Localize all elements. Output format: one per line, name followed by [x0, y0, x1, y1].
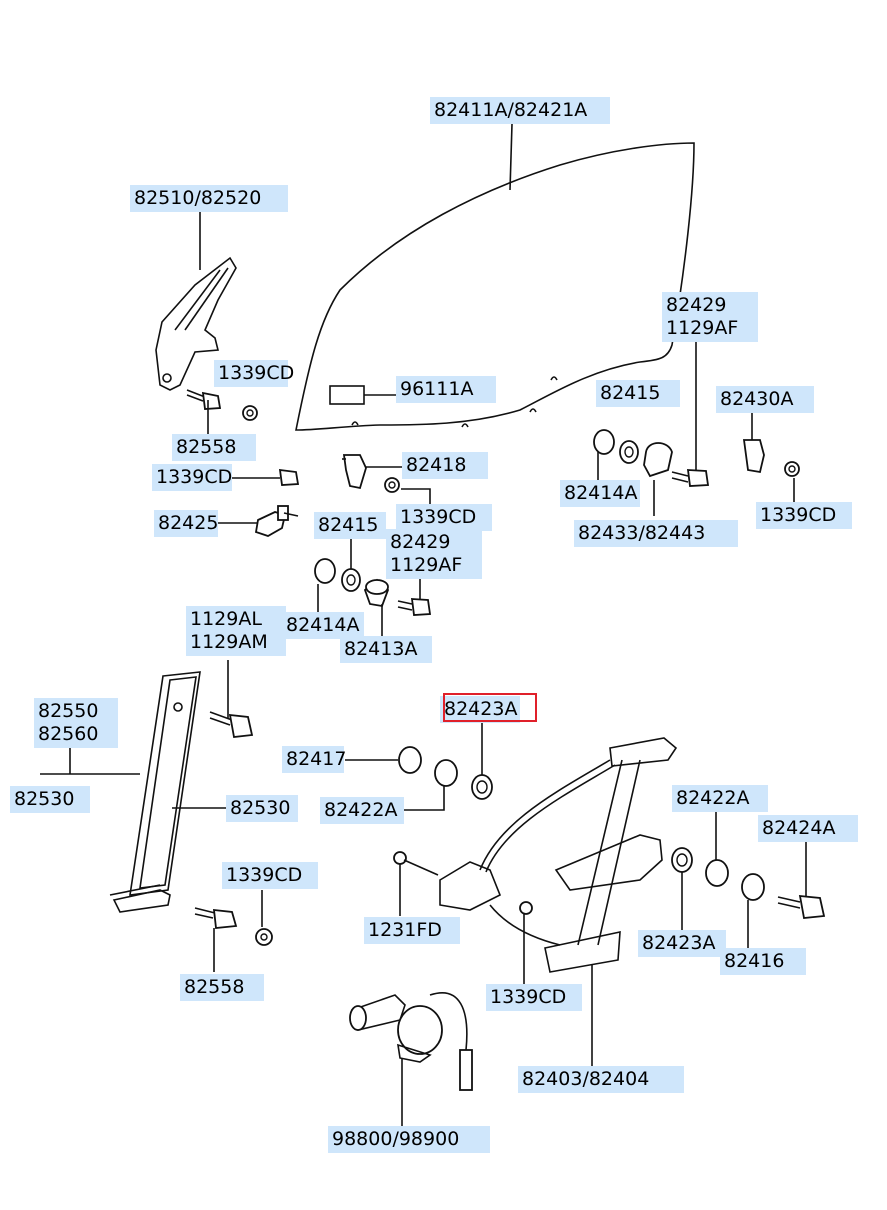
label-nut-1339cd-d[interactable]: 1339CD: [756, 502, 852, 529]
label-clip-82425[interactable]: 82425: [154, 510, 218, 537]
rollers-left-drawing: [314, 558, 432, 616]
label-roller-82414a-b[interactable]: 82414A: [560, 480, 640, 507]
bolt-82558-top-drawing: [186, 389, 258, 421]
label-bush-82415-a[interactable]: 82415: [314, 512, 386, 539]
label-bolt-82558-a[interactable]: 82558: [172, 434, 256, 461]
label-sticker-96111a[interactable]: 96111A: [396, 376, 496, 403]
washers-center-drawing: [398, 746, 493, 800]
label-holder-82418[interactable]: 82418: [402, 452, 488, 479]
label-upper-channel[interactable]: 82510/82520: [130, 185, 288, 212]
label-nut-1339cd-b[interactable]: 1339CD: [152, 464, 232, 491]
nut-1339cd-b-drawing: [278, 468, 300, 486]
washers-right-drawing: [671, 847, 826, 919]
label-rail-82560-line2: 82560: [38, 723, 99, 745]
label-roller-82414a-a[interactable]: 82414A: [282, 612, 364, 639]
stopper-82430a-drawing: [742, 439, 800, 477]
bolt-82558-bottom-drawing: [194, 907, 273, 946]
label-bolt-1129al-line1: 1129AL: [190, 608, 262, 630]
label-washer-82423a-a[interactable]: 82423A: [440, 696, 520, 723]
label-nut-1339cd-a[interactable]: 1339CD: [214, 360, 294, 387]
label-bolt-82429-a[interactable]: 82429 1129AF: [662, 292, 758, 342]
label-bush-82415-b[interactable]: 82415: [596, 380, 680, 407]
label-regulator[interactable]: 82403/82404: [518, 1066, 684, 1093]
label-roller-82413a[interactable]: 82413A: [340, 636, 432, 663]
upper-channel-drawing: [155, 256, 237, 391]
motor-drawing: [349, 992, 473, 1091]
label-bush-82416[interactable]: 82416: [720, 948, 806, 975]
label-stopper-82430a[interactable]: 82430A: [716, 386, 814, 413]
label-rail-82550-line1: 82550: [38, 700, 99, 722]
label-screw-1231fd[interactable]: 1231FD: [364, 917, 460, 944]
label-motor[interactable]: 98800/98900: [328, 1126, 490, 1153]
leader-lines: [40, 123, 807, 1130]
label-washer-82423a-b[interactable]: 82423A: [638, 930, 726, 957]
label-bolt-1129am-line2: 1129AM: [190, 631, 268, 653]
label-glass[interactable]: 82411A/82421A: [430, 97, 610, 124]
clip-82425-drawing: [254, 505, 299, 537]
rail-82530-drawing: [109, 671, 201, 913]
holder-82418-drawing: [342, 454, 400, 493]
label-washer-82422a-b[interactable]: 82422A: [672, 785, 768, 812]
rollers-right-drawing: [593, 429, 710, 487]
regulator-drawing: [393, 737, 678, 973]
label-bolt-1129al[interactable]: 1129AL 1129AM: [186, 606, 286, 656]
label-bolt-1129af-a-line2: 1129AF: [666, 317, 739, 339]
label-bolt-1129af-b-line2: 1129AF: [390, 554, 463, 576]
label-washer-82422a-a[interactable]: 82422A: [320, 797, 404, 824]
label-rail-82550[interactable]: 82550 82560: [34, 698, 118, 748]
label-nut-1339cd-f[interactable]: 1339CD: [486, 984, 582, 1011]
label-clamp-82433[interactable]: 82433/82443: [574, 520, 738, 547]
label-bolt-82429-b-line1: 82429: [390, 531, 451, 553]
label-rail-82530-left[interactable]: 82530: [10, 786, 90, 813]
label-bolt-82429-a-line1: 82429: [666, 294, 727, 316]
highlight-82423a: [443, 693, 537, 722]
label-rail-82530[interactable]: 82530: [226, 795, 298, 822]
door-glass-drawing: [295, 142, 695, 431]
label-bush-82417[interactable]: 82417: [282, 746, 346, 773]
label-nut-1339cd-e[interactable]: 1339CD: [222, 862, 318, 889]
label-bolt-82424a[interactable]: 82424A: [758, 815, 858, 842]
label-bolt-82558-b[interactable]: 82558: [180, 974, 264, 1001]
label-bolt-82429-b[interactable]: 82429 1129AF: [386, 529, 482, 579]
bolt-1129al-drawing: [209, 711, 254, 738]
label-nut-1339cd-c[interactable]: 1339CD: [396, 504, 492, 531]
